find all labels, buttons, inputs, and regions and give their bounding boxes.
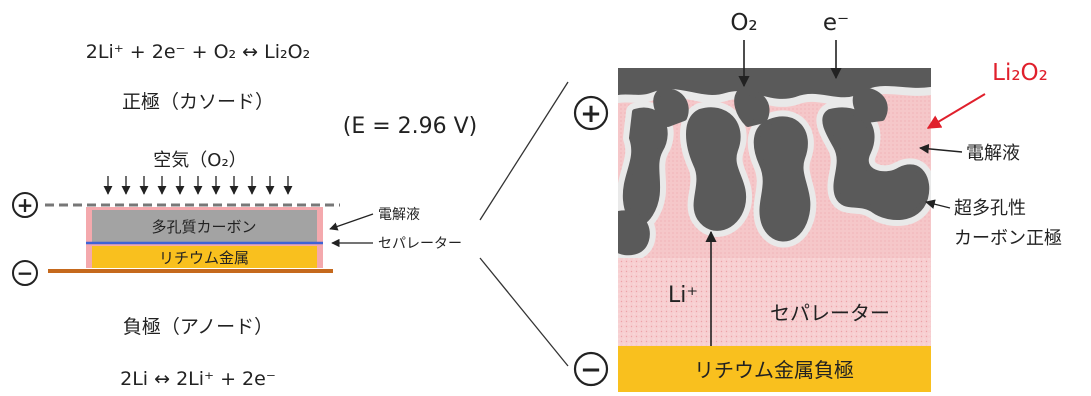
voltage-label: (E = 2.96 V) xyxy=(343,114,478,139)
porous-carbon-label: 多孔質カーボン xyxy=(151,218,256,236)
li2o2-label: Li₂O₂ xyxy=(992,60,1048,86)
lithium-anode-region xyxy=(618,346,931,392)
positive-terminal-right: + xyxy=(573,95,609,131)
negative-terminal-left: − xyxy=(12,260,38,286)
svg-text:−: − xyxy=(580,355,602,385)
o2-label: O₂ xyxy=(730,10,757,36)
zoom-line-top xyxy=(479,81,569,221)
porous-carbon-layer xyxy=(92,210,317,242)
zoom-line-bottom xyxy=(479,257,569,367)
cathode-label-line2: カーボン正極 xyxy=(954,228,1062,249)
anode-label-right: リチウム金属負極 xyxy=(694,358,854,382)
separator-label-left: セパレーター xyxy=(378,236,462,252)
positive-terminal-left: + xyxy=(12,192,38,218)
electron-label: e⁻ xyxy=(823,10,849,36)
cathode-title: 正極（カソード） xyxy=(122,91,274,113)
cathode-reaction: 2Li⁺ + 2e⁻ + O₂ ↔ Li₂O₂ xyxy=(86,41,310,63)
anode-reaction: 2Li ↔ 2Li⁺ + 2e⁻ xyxy=(120,368,276,390)
electrolyte-label-right: 電解液 xyxy=(966,143,1020,164)
electrolyte-pointer-left xyxy=(329,213,374,231)
li2o2-arrow xyxy=(926,93,986,129)
separator-region xyxy=(618,250,931,346)
svg-text:+: + xyxy=(580,99,602,129)
cathode-pointer-right xyxy=(925,199,951,209)
separator-label-right: セパレーター xyxy=(770,301,890,325)
lithium-layer xyxy=(92,246,317,268)
lithium-label: リチウム金属 xyxy=(159,249,249,267)
li-ion-label: Li⁺ xyxy=(668,283,698,308)
svg-text:+: + xyxy=(17,193,34,217)
svg-text:−: − xyxy=(17,261,34,285)
porous-carbon-cathode xyxy=(618,68,931,258)
cathode-label-line1: 超多孔性 xyxy=(954,198,1026,219)
electrolyte-label-left: 電解液 xyxy=(378,207,420,223)
negative-terminal-right: − xyxy=(573,351,609,387)
air-label: 空気（O₂） xyxy=(153,150,246,171)
air-arrows xyxy=(103,176,293,195)
electrolyte-pointer-right xyxy=(919,143,963,154)
anode-title: 負極（アノード） xyxy=(123,316,273,338)
